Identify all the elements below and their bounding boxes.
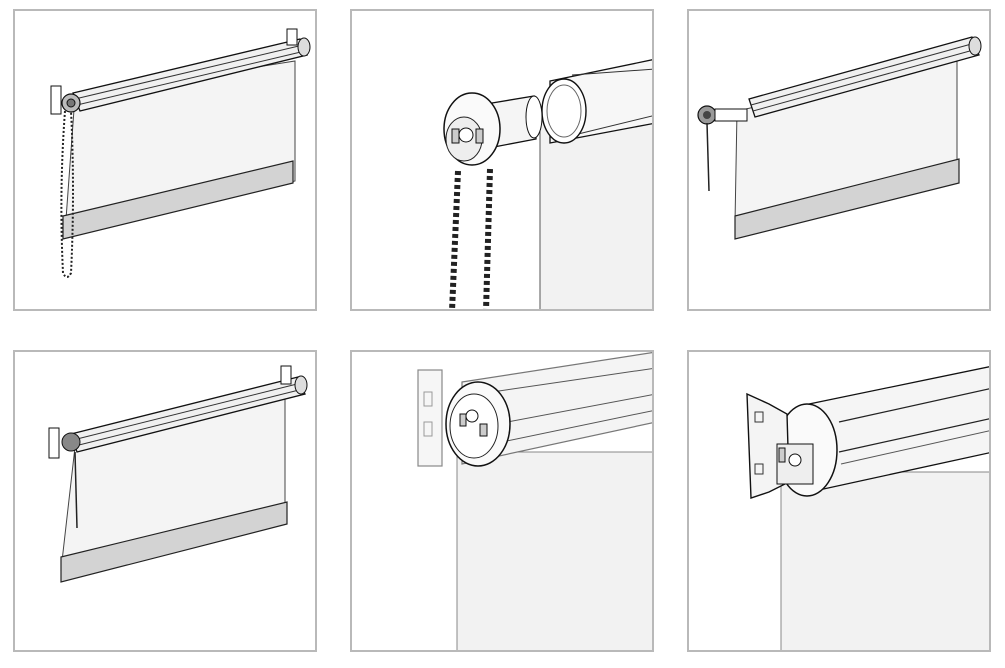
- cord-blind-illustration: [48, 365, 308, 583]
- left-bracket: [50, 85, 62, 115]
- bottom-bar: [62, 160, 294, 240]
- panel-cord-blind-overview: [13, 350, 317, 652]
- panel-mounted-endcap-detail: [687, 350, 991, 652]
- chain-blind-illustration: [50, 28, 311, 278]
- bead-chain: [449, 170, 461, 309]
- bracket-endcap-illustration: [417, 352, 652, 650]
- bead-chain: [60, 110, 74, 278]
- panel-spring-blind-overview: [687, 9, 991, 311]
- bottom-bar: [60, 501, 288, 583]
- right-bracket: [286, 28, 298, 46]
- bottom-bar: [734, 158, 960, 240]
- pull-cord: [706, 122, 710, 192]
- left-bracket: [48, 427, 60, 459]
- panel-bracket-endcap-detail: [350, 350, 654, 652]
- mounted-endcap-illustration: [746, 366, 989, 650]
- fabric-panel: [539, 115, 652, 309]
- wall-bracket: [417, 369, 443, 467]
- fabric-panel: [456, 451, 652, 650]
- fabric-panel: [780, 471, 989, 650]
- panel-chain-blind-overview: [13, 9, 317, 311]
- control-unit-illustration: [443, 59, 652, 309]
- spring-blind-illustration: [697, 36, 982, 240]
- panel-control-unit-detail: [350, 9, 654, 311]
- control-unit: [61, 432, 81, 452]
- pull-cord: [74, 451, 78, 529]
- right-bracket: [280, 365, 292, 385]
- roller-tube: [808, 366, 989, 491]
- tube-opening: [541, 78, 587, 144]
